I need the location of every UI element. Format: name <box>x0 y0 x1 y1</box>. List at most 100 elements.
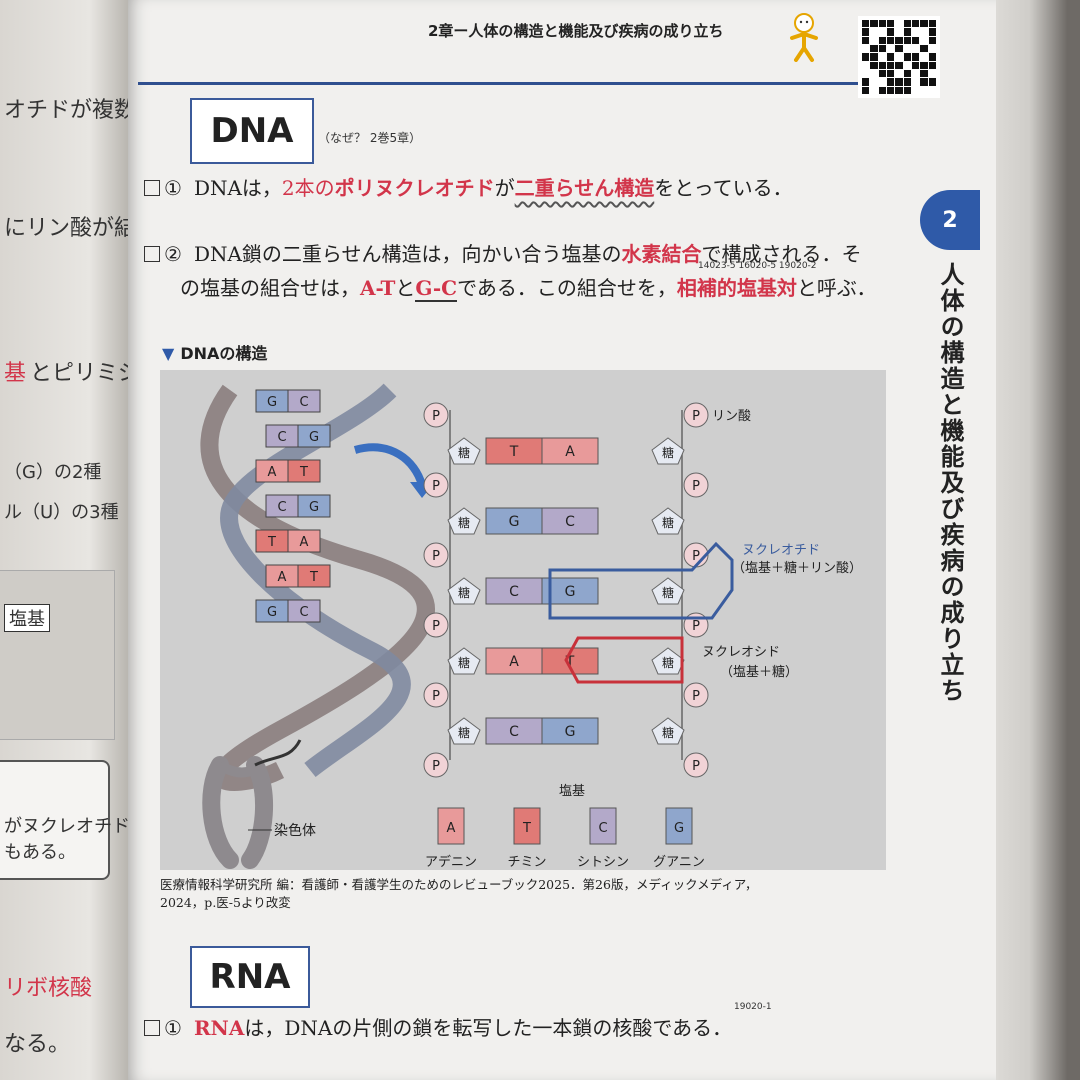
helix-base-letter: C <box>299 395 308 410</box>
left-text-11: なる。 <box>4 1032 71 1057</box>
checkbox[interactable] <box>144 246 160 262</box>
phosphate-label: P <box>432 409 440 424</box>
helix-base <box>297 494 331 518</box>
checkbox[interactable] <box>144 180 160 196</box>
helix-base <box>297 564 331 588</box>
left-text-7: 塩基 <box>4 604 50 632</box>
sugar-label: 糖 <box>662 655 674 670</box>
phosphate-label: P <box>692 409 700 424</box>
left-text-8: がヌクレオチド <box>4 816 128 837</box>
helix-base-letter: C <box>277 430 286 445</box>
helix-base-letter: C <box>299 605 308 620</box>
sugar <box>651 717 685 745</box>
chapter-header: 2章ー人体の構造と機能及び疾病の成り立ち <box>428 22 724 40</box>
page-edge <box>996 0 1080 1080</box>
phosphate-label: P <box>432 689 440 704</box>
base-letter: G <box>565 724 576 740</box>
sugar <box>447 717 481 745</box>
phosphate <box>683 682 709 708</box>
rna-heading: RNA <box>190 946 310 1008</box>
phosphate <box>423 542 449 568</box>
chromosome-label: 染色体 <box>274 822 316 839</box>
phosphate <box>423 752 449 778</box>
base-letter: A <box>565 444 575 460</box>
sugar <box>447 507 481 535</box>
base-letter: C <box>509 724 519 740</box>
helix-base-letter: G <box>309 430 319 445</box>
phosphate-label: P <box>692 549 700 564</box>
checkbox[interactable] <box>144 1020 160 1036</box>
base-letter: G <box>509 514 520 530</box>
phosphate-label: P <box>432 759 440 774</box>
base-right <box>541 437 599 465</box>
left-text-6: ル（U）の3種 <box>4 502 119 523</box>
left-page: オチドが複数 にリン酸が結合 基 とピリミジン （G）の2種 ル（U）の3種 塩… <box>0 0 128 1080</box>
legend-swatch <box>513 807 541 845</box>
legend-letter: T <box>522 821 531 836</box>
rna-exam-refs: 19020-1 <box>734 1002 772 1012</box>
sugar-label: 糖 <box>458 655 470 670</box>
base-letter: A <box>509 654 519 670</box>
sugar-label: 糖 <box>662 585 674 600</box>
legend-name: チミン <box>507 855 546 870</box>
header-rule <box>138 82 858 85</box>
helix-base-letter: T <box>309 570 318 585</box>
base-letter: C <box>565 514 575 530</box>
left-figure-box <box>0 570 115 740</box>
phosphate <box>683 472 709 498</box>
legend-name: シトシン <box>577 855 629 870</box>
phosphate-label: P <box>432 619 440 634</box>
sugar <box>651 507 685 535</box>
exam-refs: 14023-5 16020-5 19020-2 <box>698 261 817 271</box>
base-left <box>485 717 543 745</box>
base-left <box>485 437 543 465</box>
helix-base <box>287 529 321 553</box>
sugar-label: 糖 <box>662 725 674 740</box>
nucleoside-text: ヌクレオシド <box>702 645 780 660</box>
chromosome-icon <box>202 756 273 869</box>
qr-code-icon[interactable] <box>858 16 940 98</box>
chapter-vertical-title: 人体の構造と機能及び疾病の成り立ち <box>936 262 964 704</box>
sugar <box>651 437 685 465</box>
sugar-label: 糖 <box>662 445 674 460</box>
legend-swatch <box>665 807 693 845</box>
sugar-label: 糖 <box>662 515 674 530</box>
chapter-tab[interactable]: 2 <box>920 190 980 250</box>
left-text-2: にリン酸が結合 <box>4 216 128 241</box>
phosphate-label: P <box>692 759 700 774</box>
legend-name: アデニン <box>425 854 477 870</box>
dna-heading: DNA <box>190 98 314 164</box>
left-text-3: 基 <box>4 361 27 386</box>
sugar-label: 糖 <box>458 515 470 530</box>
base-letter: C <box>509 584 519 600</box>
helix-base-letter: C <box>277 500 286 515</box>
helix-base-letter: A <box>300 535 309 550</box>
dna-item-2-line-2: の塩基の組合せは，A-TとG-Cである．この組合せを，相補的塩基対と呼ぶ． <box>180 276 877 302</box>
phosphate <box>683 402 709 428</box>
base-letter: T <box>509 444 519 460</box>
nucleoside-outline <box>564 636 684 684</box>
phosphate <box>683 752 709 778</box>
left-text-4: とピリミジン <box>30 361 128 386</box>
phosphate-text: リン酸 <box>712 409 751 424</box>
base-right <box>541 507 599 535</box>
left-note-box <box>0 760 110 880</box>
phosphate-label: P <box>692 689 700 704</box>
phosphate-label: P <box>432 549 440 564</box>
helix-base <box>287 599 321 623</box>
helix-base <box>297 424 331 448</box>
helix-base <box>287 389 321 413</box>
base-letter: T <box>565 654 575 670</box>
mascot-icon <box>790 13 818 62</box>
dna-note: （なぜ？ 2巻5章） <box>318 131 422 145</box>
legend-letter: C <box>598 821 607 836</box>
phosphate <box>423 682 449 708</box>
sugar-label: 糖 <box>458 725 470 740</box>
helix-base-letter: G <box>267 395 277 410</box>
base-left <box>485 577 543 605</box>
